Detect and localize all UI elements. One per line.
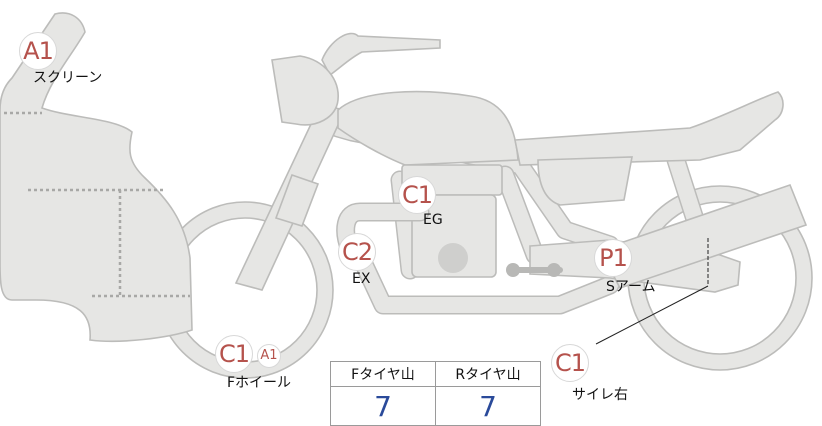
- headlight-graphic: [271, 55, 339, 126]
- fuel-tank-graphic: [337, 90, 519, 166]
- engine-graphic: [401, 164, 503, 278]
- swingarm-label: Sアーム: [606, 279, 656, 295]
- muffler-right-marker: C1: [551, 344, 589, 382]
- muffler-right-label: サイレ右: [572, 387, 628, 403]
- seat-graphic: [514, 91, 784, 166]
- engine-label: EG: [423, 212, 443, 228]
- front-tire-tread-value: 7: [330, 386, 436, 426]
- side-cover-graphic: [537, 156, 633, 206]
- front-tire-tread-header: Fタイヤ山: [330, 361, 436, 387]
- exhaust-marker: C2: [338, 233, 376, 271]
- screen-marker: A1: [19, 32, 57, 70]
- engine-marker: C1: [398, 176, 436, 214]
- handlebar-graphic: [321, 32, 441, 77]
- swingarm-marker: P1: [594, 239, 632, 277]
- tire-tread-table: Fタイヤ山 Rタイヤ山 7 7: [330, 361, 541, 426]
- front-wheel-graphic: [156, 201, 334, 379]
- rear-tire-tread-header: Rタイヤ山: [435, 361, 541, 387]
- exhaust-label: EX: [352, 271, 371, 287]
- leader-lines: [595, 238, 709, 345]
- front-fork-graphic: [234, 104, 347, 291]
- rear-tire-tread-value: 7: [435, 386, 541, 426]
- front-wheel-label: Fホイール: [227, 375, 292, 391]
- tire-tread-header-row: Fタイヤ山 Rタイヤ山: [330, 361, 541, 387]
- screen-cowl-graphic: [0, 12, 193, 343]
- front-wheel-secondary-marker: A1: [257, 344, 281, 368]
- tire-tread-value-row: 7 7: [330, 386, 541, 426]
- screen-label: スクリーン: [33, 70, 103, 86]
- front-wheel-marker: C1: [215, 335, 253, 373]
